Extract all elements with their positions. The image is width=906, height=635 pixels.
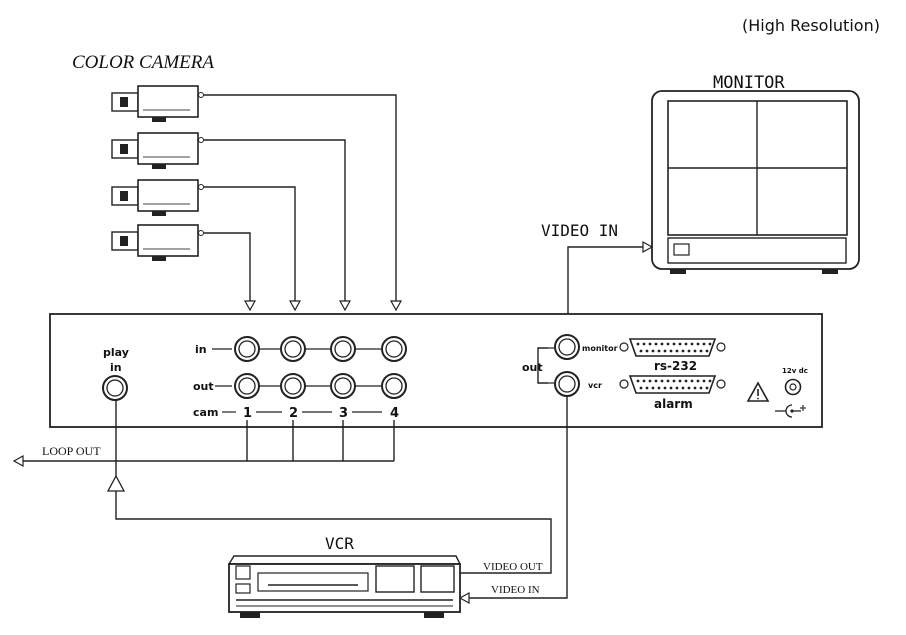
cam-number-1: 1 <box>243 406 252 421</box>
cam-number-4: 4 <box>390 406 399 421</box>
alarm-label: alarm <box>654 397 693 411</box>
rs232-connector <box>619 338 726 357</box>
vcr-video-out-cable <box>115 478 552 574</box>
out-label: out <box>522 361 543 374</box>
play-in-label: in <box>110 361 122 374</box>
loop-out-label: LOOP OUT <box>42 444 101 458</box>
row-in-label: in <box>195 343 207 356</box>
camera-cables <box>204 94 396 310</box>
warning-triangle-icon <box>746 381 770 402</box>
alarm-connector <box>619 375 726 394</box>
power-label: 12v dc <box>782 367 808 375</box>
row-out-label: out <box>193 380 214 393</box>
vcr-video-out-label: VIDEO OUT <box>483 561 543 573</box>
monitor-port-label: monitor <box>582 344 618 353</box>
play-in-connector <box>102 375 128 401</box>
play-label: play <box>103 346 129 359</box>
cam-number-2: 2 <box>289 406 298 421</box>
rs232-label: rs-232 <box>654 359 697 373</box>
power-jack <box>784 378 802 396</box>
cam-label: cam <box>193 406 218 419</box>
monitor-power-button <box>673 243 690 256</box>
camera-4 <box>111 224 204 261</box>
loop-out-bus <box>14 420 395 461</box>
camera-2 <box>111 132 204 169</box>
vcr-out-connector <box>554 371 580 397</box>
vcr-video-in-cable <box>460 396 568 598</box>
dc-polarity-icon <box>775 404 806 418</box>
camera-title: COLOR CAMERA <box>72 52 214 73</box>
monitor-video-in-label: VIDEO IN <box>541 221 618 240</box>
monitor-cable <box>567 247 652 333</box>
cam-out-connectors <box>234 373 407 399</box>
play-in-arrow <box>106 474 126 492</box>
vcr-deck <box>227 555 462 618</box>
camera-3 <box>111 179 204 216</box>
quad-processor-rear-panel <box>49 313 823 428</box>
monitor-title: MONITOR <box>713 73 785 93</box>
monitor <box>651 90 860 274</box>
vcr-title: VCR <box>325 534 354 553</box>
monitor-out-connector <box>554 334 580 360</box>
cam-in-connectors <box>234 336 407 362</box>
cam-number-3: 3 <box>339 406 348 421</box>
resolution-note: (High Resolution) <box>742 16 880 35</box>
camera-1 <box>111 85 204 122</box>
vcr-video-in-label: VIDEO IN <box>491 584 540 596</box>
vcr-port-label: vcr <box>588 381 602 390</box>
